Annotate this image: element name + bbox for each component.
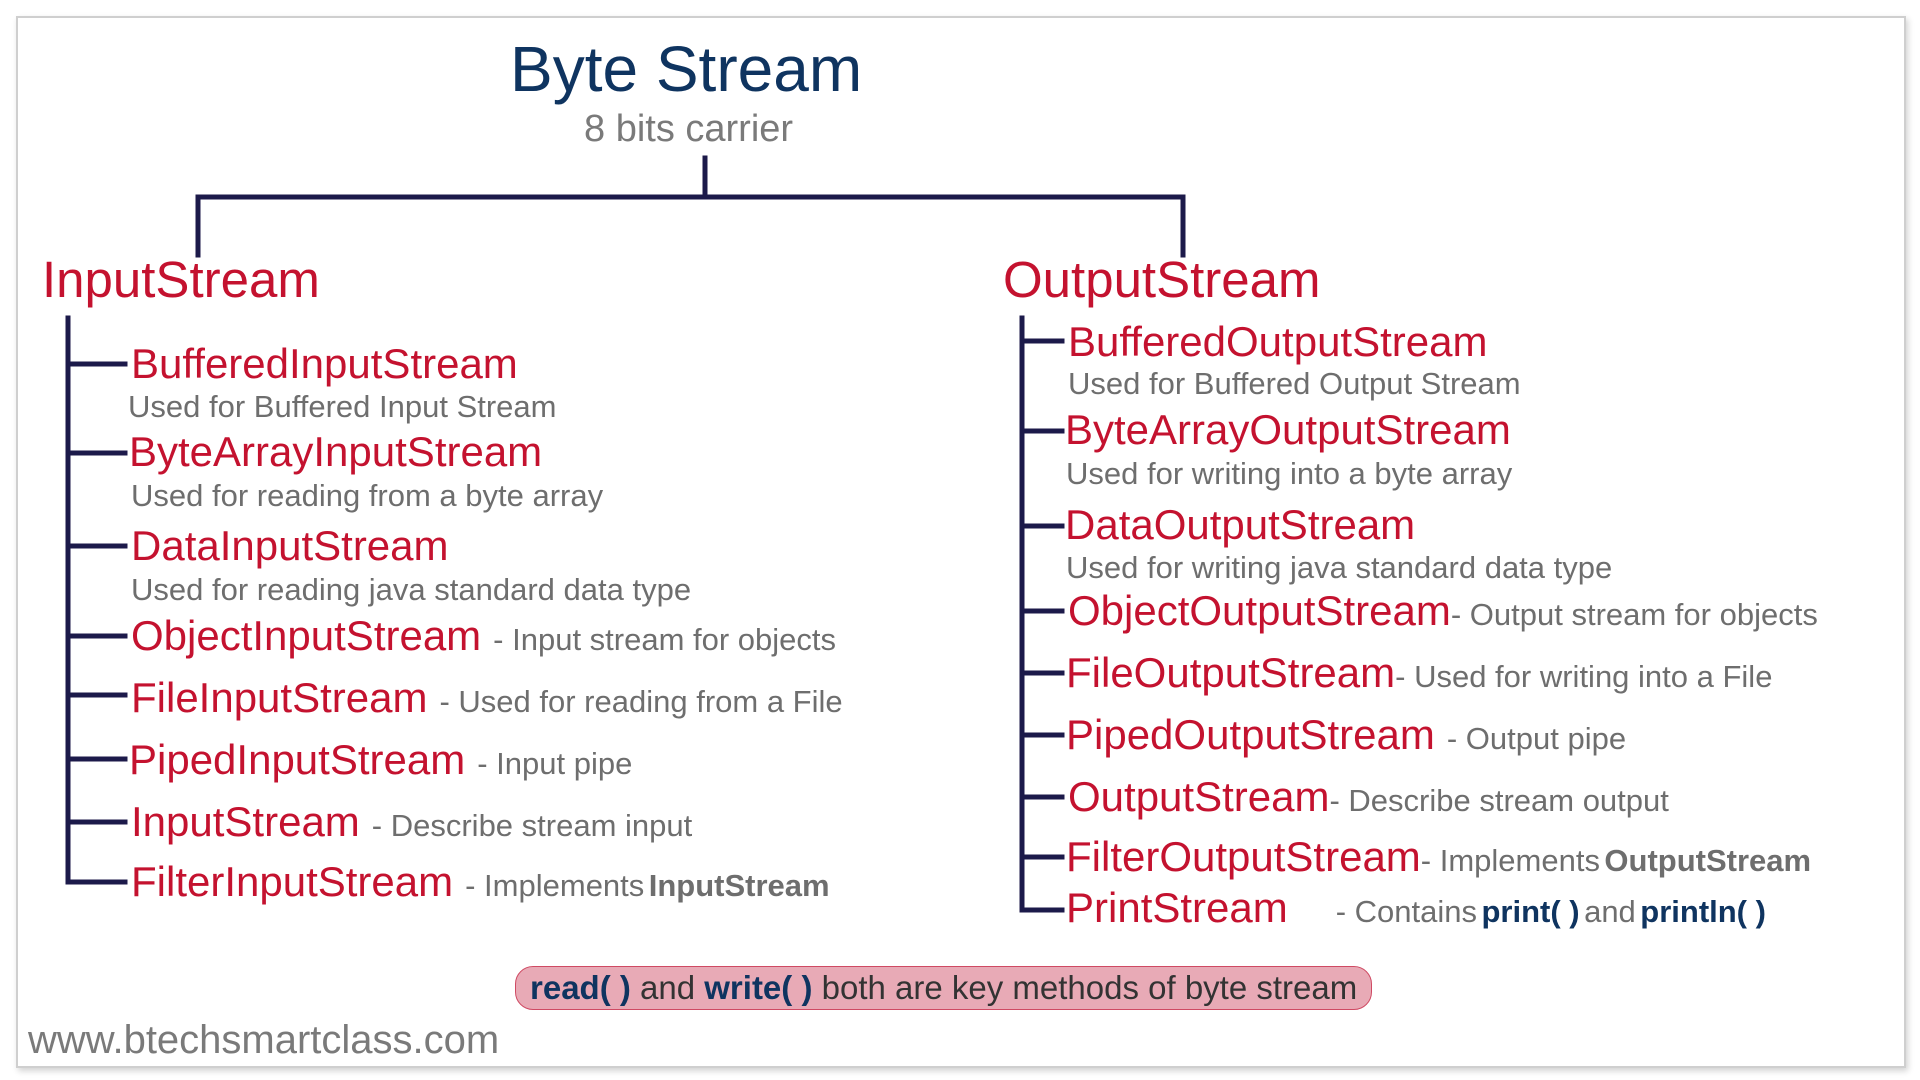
output-class-row: OutputStream- Describe stream output xyxy=(1068,773,1669,821)
output-class-desc: Used for Buffered Output Stream xyxy=(1068,366,1521,401)
output-class-row: FileOutputStream- Used for writing into … xyxy=(1066,649,1772,697)
output-class-desc: - Used for writing into a File xyxy=(1395,659,1773,694)
input-class-row: ObjectInputStream - Input stream for obje… xyxy=(131,612,836,660)
output-class-name: ByteArrayOutputStream xyxy=(1065,406,1511,453)
page-title: Byte Stream xyxy=(510,33,863,105)
page-subtitle: 8 bits carrier xyxy=(584,108,794,150)
input-class-name: BufferedInputStream xyxy=(131,340,518,387)
output-class-desc-mid: and xyxy=(1584,894,1636,929)
key-methods-note: read( ) and write( ) both are key method… xyxy=(515,966,1373,1010)
output-root-label: OutputStream xyxy=(1003,251,1321,308)
input-class-desc: Used for reading from a byte array xyxy=(131,478,604,513)
input-class-name: DataInputStream xyxy=(131,522,449,569)
output-class-name: OutputStream xyxy=(1068,773,1330,820)
output-class-row: PrintStream - Contains print( ) and print… xyxy=(1066,884,1766,932)
output-class-name: FilterOutputStream xyxy=(1066,833,1421,880)
output-class-name: PipedOutputStream xyxy=(1066,711,1435,758)
note-method-write: write( ) xyxy=(704,969,813,1006)
output-class-desc-bold: OutputStream xyxy=(1604,843,1812,878)
input-class-name: ObjectInputStream xyxy=(131,612,482,659)
output-class-desc: Used for writing java standard data type xyxy=(1066,550,1613,585)
footer-url: www.btechsmartclass.com xyxy=(28,1018,500,1062)
input-class-desc: - Input stream for objects xyxy=(493,622,837,657)
note-text: both are key methods of byte stream xyxy=(821,969,1358,1006)
output-class-desc: - Describe stream output xyxy=(1329,783,1669,818)
output-method-print: print( ) xyxy=(1481,894,1580,929)
input-class-name: FileInputStream xyxy=(131,674,428,721)
input-class-row: InputStream - Describe stream input xyxy=(131,798,692,846)
output-class-desc: - Implements xyxy=(1420,843,1600,878)
input-class-desc-bold: InputStream xyxy=(648,868,830,903)
input-root-label: InputStream xyxy=(42,251,320,308)
input-class-row: PipedInputStream - Input pipe xyxy=(129,736,632,784)
output-class-name: DataOutputStream xyxy=(1065,501,1416,548)
output-class-name: FileOutputStream xyxy=(1066,649,1396,696)
output-class-name: BufferedOutputStream xyxy=(1068,318,1488,365)
input-class-name: PipedInputStream xyxy=(129,736,466,783)
output-method-println: println( ) xyxy=(1640,894,1766,929)
input-class-desc: - Input pipe xyxy=(477,746,633,781)
note-method-read: read( ) xyxy=(530,969,631,1006)
input-class-desc: - Used for reading from a File xyxy=(439,684,843,719)
input-class-name: FilterInputStream xyxy=(131,858,454,905)
output-class-desc: - Contains xyxy=(1335,894,1478,929)
input-class-name: ByteArrayInputStream xyxy=(129,428,543,475)
input-class-row: FileInputStream - Used for reading from a… xyxy=(131,674,843,722)
output-class-row: ObjectOutputStream- Output stream for ob… xyxy=(1068,587,1818,635)
output-class-desc: Used for writing into a byte array xyxy=(1066,456,1513,491)
input-class-desc: - Describe stream input xyxy=(371,808,693,843)
output-class-name: ObjectOutputStream xyxy=(1068,587,1451,634)
input-class-desc: Used for reading java standard data type xyxy=(131,572,692,607)
output-class-desc: - Output stream for objects xyxy=(1450,597,1818,632)
input-class-row: FilterInputStream - Implements InputStrea… xyxy=(131,858,830,906)
output-class-name: PrintStream xyxy=(1066,884,1288,931)
output-class-row: FilterOutputStream- Implements OutputStr… xyxy=(1066,833,1811,881)
note-and: and xyxy=(640,969,696,1006)
output-class-desc: - Output pipe xyxy=(1446,721,1627,756)
input-class-desc: Used for Buffered Input Stream xyxy=(128,389,557,424)
diagram-frame xyxy=(16,16,1906,1068)
output-class-row: PipedOutputStream - Output pipe xyxy=(1066,711,1626,759)
input-class-name: InputStream xyxy=(131,798,360,845)
input-class-desc: - Implements xyxy=(465,868,645,903)
